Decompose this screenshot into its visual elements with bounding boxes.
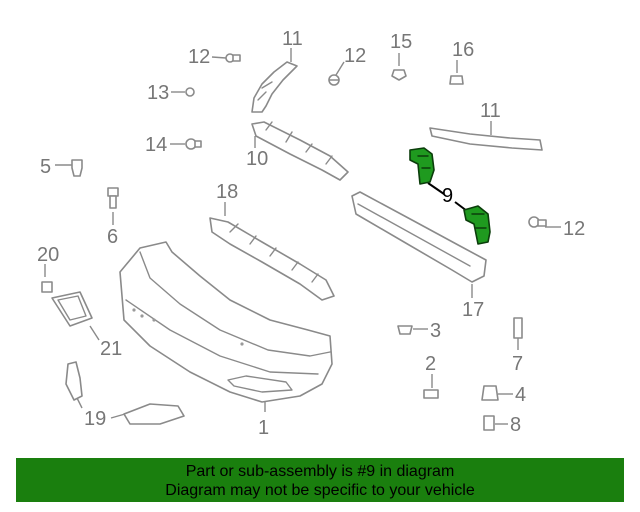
callout-14: 14 <box>145 134 167 156</box>
bumper-cover-1[interactable] <box>119 241 333 403</box>
clip-12-mid[interactable] <box>328 74 340 86</box>
screw-7[interactable] <box>513 317 523 339</box>
nut-4[interactable] <box>481 385 499 401</box>
callout-20: 20 <box>37 244 59 266</box>
screw-6[interactable] <box>107 187 119 209</box>
footer-line-1: Part or sub-assembly is #9 in diagram <box>185 463 455 480</box>
screw-2[interactable] <box>423 389 439 399</box>
bezel-19-left[interactable] <box>65 361 83 401</box>
callout-12-right: 12 <box>563 218 585 240</box>
callout-3: 3 <box>430 320 441 342</box>
callout-17: 17 <box>462 299 484 321</box>
callout-12-mid: 12 <box>344 45 366 67</box>
clip-5[interactable] <box>71 159 83 177</box>
footer-line-2: Diagram may not be specific to your vehi… <box>165 482 475 499</box>
screw-8[interactable] <box>483 415 495 431</box>
bezel-19-bottom[interactable] <box>123 403 185 425</box>
retainer-11-side[interactable] <box>429 127 543 151</box>
callout-13: 13 <box>147 82 169 104</box>
callout-11-top: 11 <box>282 28 303 50</box>
callout-11-right: 11 <box>480 100 501 122</box>
grommet-14[interactable] <box>185 138 202 150</box>
nut-16[interactable] <box>449 75 464 85</box>
callout-12-left: 12 <box>188 46 210 68</box>
retainer-11-upper[interactable] <box>251 61 298 113</box>
bracket-9-lower[interactable] <box>463 205 491 245</box>
callout-18: 18 <box>216 181 238 203</box>
nut-15[interactable] <box>391 69 407 81</box>
callout-15: 15 <box>390 31 412 53</box>
callout-19: 19 <box>84 408 106 430</box>
reinforcement-10[interactable] <box>251 121 349 181</box>
callout-7: 7 <box>512 353 523 375</box>
footer-banner: Part or sub-assembly is #9 in diagram Di… <box>16 458 624 502</box>
bolt-12-left[interactable] <box>225 53 241 63</box>
clip-13[interactable] <box>185 87 195 97</box>
callout-8: 8 <box>510 414 521 436</box>
plate-bracket-21[interactable] <box>51 291 93 327</box>
callout-2: 2 <box>425 353 436 375</box>
callout-5: 5 <box>40 156 51 178</box>
callout-10: 10 <box>246 148 268 170</box>
parts-diagram: 11 12 12 15 16 13 14 10 11 5 6 18 9 12 2… <box>37 28 585 439</box>
callout-1: 1 <box>258 417 269 439</box>
clip-3[interactable] <box>397 325 413 335</box>
callout-16: 16 <box>452 39 474 61</box>
callout-4: 4 <box>515 384 526 406</box>
callout-9: 9 <box>442 185 453 207</box>
callout-21: 21 <box>100 338 122 360</box>
bumper-reinforcement-17[interactable] <box>351 191 487 283</box>
cap-20[interactable] <box>41 281 53 293</box>
bracket-9-upper[interactable] <box>409 147 435 185</box>
bolt-12-right[interactable] <box>528 216 547 228</box>
absorber-18[interactable] <box>209 217 335 301</box>
callout-6: 6 <box>107 226 118 248</box>
